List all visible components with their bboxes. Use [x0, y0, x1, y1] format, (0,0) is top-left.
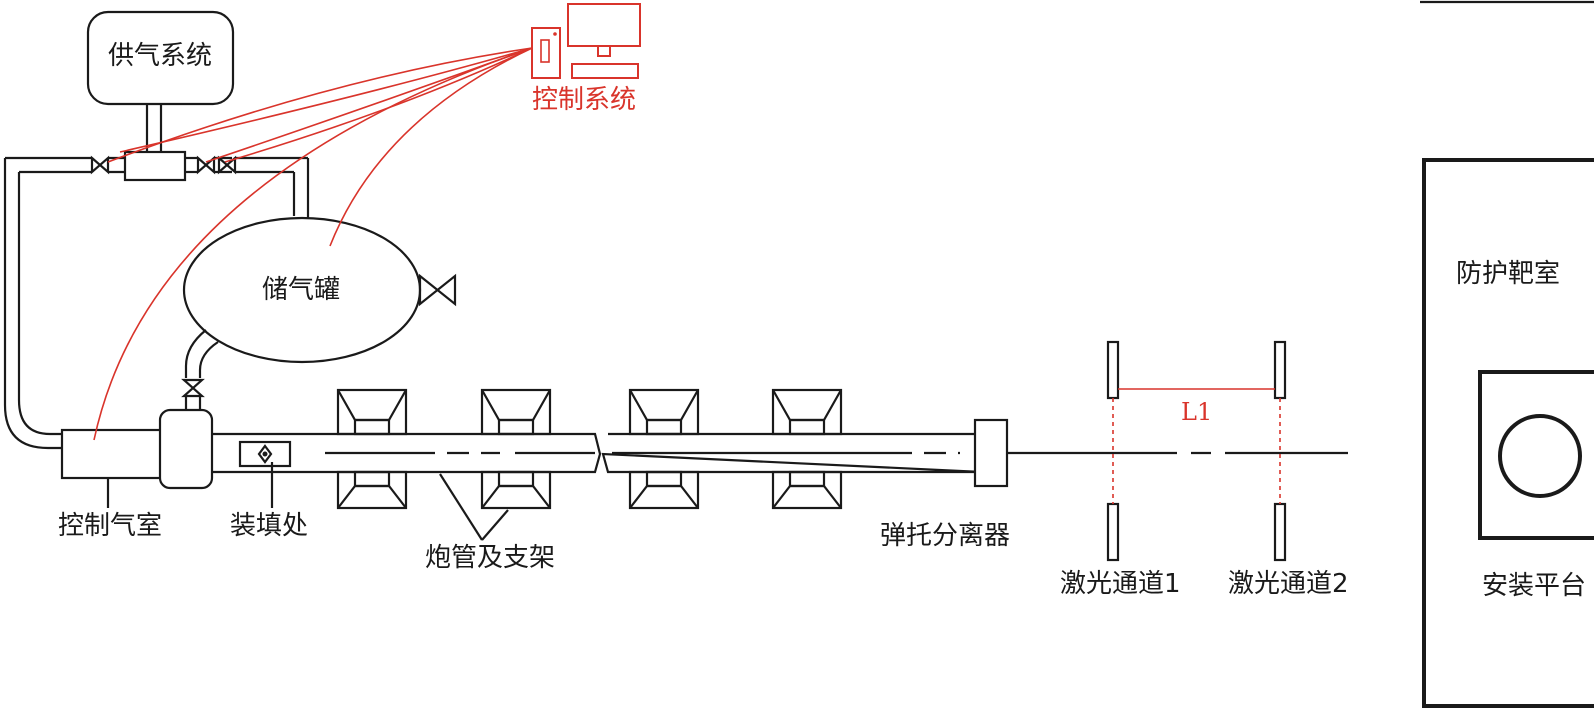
control-system: 控制系统 — [93, 3, 641, 441]
valve-icon — [181, 378, 205, 398]
control-system-label: 控制系统 — [532, 85, 636, 115]
computer-icon — [531, 3, 641, 79]
gas-supply-label: 供气系统 — [108, 41, 212, 71]
laser-channel-2-label: 激光通道2 — [1228, 569, 1349, 599]
support-1 — [336, 388, 408, 510]
control-chamber-box — [60, 428, 164, 480]
breech-block — [158, 408, 214, 490]
barrel-supports — [336, 388, 843, 510]
target-circle — [1498, 414, 1582, 498]
gas-storage-tank: 储气罐 — [181, 216, 457, 410]
launcher-labels: 控制气室 装填处 炮管及支架 弹托分离器 — [58, 462, 1010, 573]
laser-emitter-2 — [1273, 340, 1287, 400]
signal-line — [119, 47, 533, 153]
laser-receiver-2 — [1273, 502, 1287, 562]
signal-line — [329, 47, 533, 247]
protective-target-chamber: 防护靶室 安装平台 — [1420, 0, 1594, 708]
projectile-icon — [257, 444, 273, 464]
valve-icon — [418, 273, 457, 307]
sabot-separator-label: 弹托分离器 — [880, 521, 1010, 551]
barrel-support-label: 炮管及支架 — [425, 543, 555, 573]
gas-supply-system: 供气系统 — [86, 10, 235, 152]
laser-measurement: L1 激光通道1 激光通道2 — [1060, 340, 1349, 599]
laser-receiver-1 — [1106, 502, 1120, 562]
signal-line — [93, 47, 533, 441]
support-2 — [480, 388, 552, 510]
laser-channel-1-label: 激光通道1 — [1060, 569, 1181, 599]
control-chamber-label: 控制气室 — [58, 511, 162, 541]
support-3 — [628, 388, 700, 510]
distance-l1-label: L1 — [1181, 398, 1212, 426]
launcher-assembly — [60, 408, 1348, 490]
sabot-separator-box — [973, 418, 1009, 488]
mount-platform-frame — [1478, 370, 1594, 540]
laser-emitter-1 — [1106, 340, 1120, 400]
gas-tank-label: 储气罐 — [262, 275, 340, 305]
manifold-block — [123, 150, 187, 182]
protective-chamber-label: 防护靶室 — [1456, 259, 1560, 289]
support-4 — [771, 388, 843, 510]
chamber-wall — [1422, 158, 1594, 708]
mount-platform-label: 安装平台 — [1482, 571, 1586, 601]
loading-point-label: 装填处 — [230, 511, 308, 541]
manifold-pipes — [3, 150, 310, 450]
valve-icon — [90, 155, 110, 175]
